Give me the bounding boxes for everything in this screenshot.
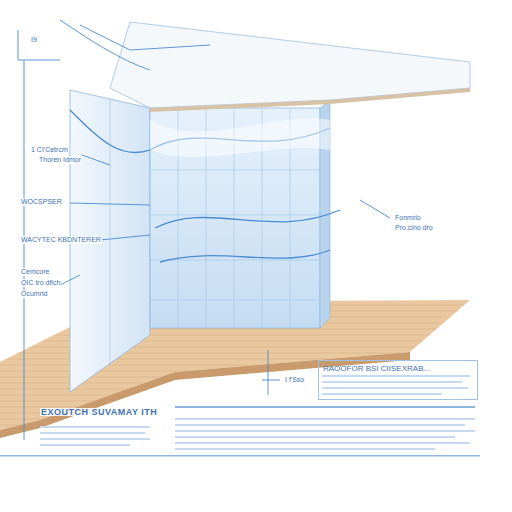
note: OIC tro dfich <box>20 279 61 287</box>
callout-number: I f'Sso <box>284 376 305 384</box>
panel-heading: EXOUTCH SUVAMAY ITH <box>40 408 158 416</box>
text-panel: RAOOFOR BSI CIISEXRAB... <box>318 360 478 400</box>
part-label: WACYTEC KBDNTERER <box>20 236 102 244</box>
part-label: Pro.clno dro <box>394 224 434 232</box>
part-label: Fonmrlo <box>394 214 422 222</box>
text-lines <box>0 375 480 457</box>
note: Cemcore <box>20 268 50 276</box>
flow-curves <box>70 110 340 262</box>
panel-heading: RAOOFOR BSI CIISEXRAB... <box>323 364 473 373</box>
part-label: WOCSPSER <box>20 198 63 206</box>
part-label: Thoren Idmor <box>38 156 82 164</box>
callout-number: I9 <box>30 36 38 44</box>
note: Ocumnd <box>20 290 48 298</box>
part-label: 1 CI'Cetrcm <box>30 146 69 154</box>
